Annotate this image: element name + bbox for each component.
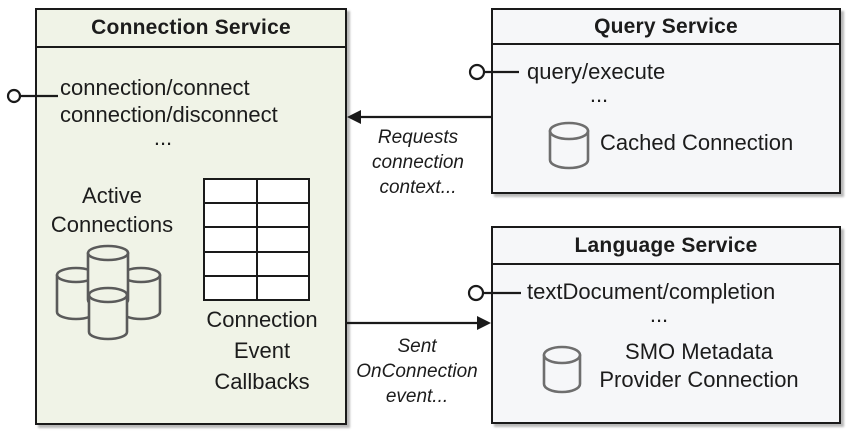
cached-connection-label: Cached Connection: [600, 130, 794, 155]
connection-event-callbacks-label: Connection Event Callbacks: [206, 307, 318, 394]
query-service-box: Query Service query/execute ... Cached C…: [491, 8, 841, 194]
requests-connection-context-label: Requests connection context...: [372, 127, 464, 198]
query-service-title: Query Service: [493, 10, 839, 45]
query-methods-ellipsis: ...: [589, 82, 609, 107]
connection-methods-ellipsis: ...: [153, 125, 173, 150]
smo-connection-label: SMO Metadata Provider Connection: [599, 339, 799, 392]
table-cell: [205, 276, 256, 299]
table-cell: [257, 252, 308, 275]
sent-onconnection-event-label: Sent OnConnection event...: [356, 336, 478, 407]
language-service-title: Language Service: [493, 228, 839, 265]
table-cell: [205, 204, 256, 227]
language-methods-ellipsis: ...: [649, 302, 669, 327]
connection-service-methods: connection/connect connection/disconnect: [60, 74, 278, 128]
table-cell: [205, 228, 256, 251]
method-connection-disconnect: connection/disconnect: [60, 102, 278, 127]
method-connection-connect: connection/connect: [60, 75, 250, 100]
table-cell: [257, 180, 308, 203]
requests-connection-arrow: [347, 110, 491, 124]
method-query-execute: query/execute: [527, 59, 666, 84]
table-cell: [257, 228, 308, 251]
table-cell: [205, 252, 256, 275]
table-cell: [205, 180, 256, 203]
on-connection-arrow: [347, 316, 491, 330]
callbacks-table: [203, 178, 310, 301]
active-connections-label: Active Connections: [50, 183, 174, 237]
connection-service-title: Connection Service: [37, 10, 345, 48]
connection-service-box: Connection Service connection/connect co…: [35, 8, 347, 425]
table-cell: [257, 276, 308, 299]
table-cell: [257, 204, 308, 227]
method-textdocument-completion: textDocument/completion: [527, 279, 776, 304]
language-service-box: Language Service textDocument/completion…: [491, 226, 841, 424]
